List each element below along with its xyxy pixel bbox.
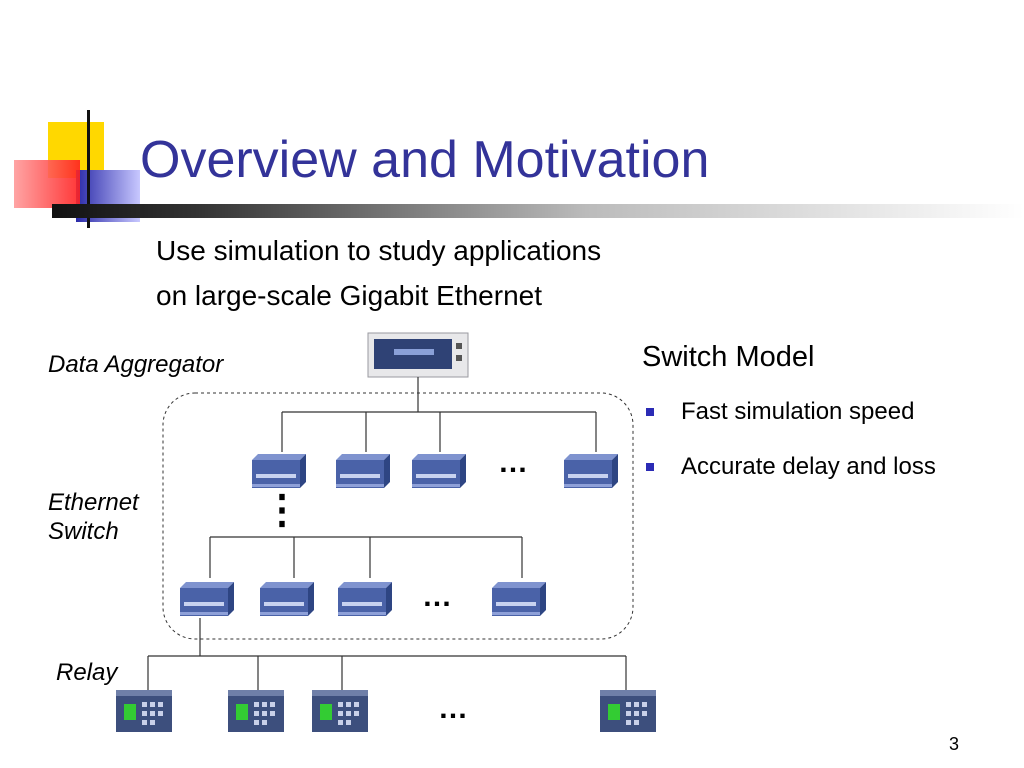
lower-switch-3 (338, 582, 392, 616)
subtitle-line-1: Use simulation to study applications (156, 235, 602, 266)
slide-title: Overview and Motivation (140, 131, 710, 189)
upper-links (281, 377, 597, 452)
bullet-item-1: Fast simulation speed (646, 398, 915, 426)
bullet-item-2: Accurate delay and loss (646, 453, 936, 481)
relay-device-4 (600, 690, 656, 732)
lower-ellipsis: … (422, 580, 452, 613)
switch-model-title: Switch Model (642, 341, 815, 373)
upper-switch-3 (412, 454, 466, 488)
switch-cluster-boundary (162, 392, 634, 640)
lower-switch-4 (492, 582, 546, 616)
lower-switch-2 (260, 582, 314, 616)
ethernet-switch-label: Ethernet Switch (48, 488, 139, 546)
upper-switch-4 (564, 454, 618, 488)
title-rule (52, 204, 1024, 218)
ethernet-switch-label-line-1: Ethernet (48, 489, 139, 516)
data-aggregator-device (367, 332, 469, 378)
bullet-text-2: Accurate delay and loss (681, 453, 936, 480)
subtitle-line-2: on large-scale Gigabit Ethernet (156, 280, 542, 311)
lower-switch-1 (180, 582, 234, 616)
relay-device-3 (312, 690, 368, 732)
data-aggregator-label: Data Aggregator (48, 351, 224, 378)
corner-logo (14, 110, 140, 228)
slide-subtitle: Use simulation to study applications on … (156, 228, 601, 318)
upper-switch-2 (336, 454, 390, 488)
relay-device-2 (228, 690, 284, 732)
bullet-square-icon (646, 463, 654, 471)
relay-links (147, 618, 627, 694)
lower-links (209, 536, 523, 578)
page-number: 3 (949, 734, 960, 754)
ethernet-switch-label-line-2: Switch (48, 518, 119, 545)
bullet-text-1: Fast simulation speed (681, 398, 915, 425)
bullet-square-icon (646, 408, 654, 416)
vertical-ellipsis: ⋮ (262, 488, 302, 532)
upper-switch-1 (252, 454, 306, 488)
relay-label: Relay (56, 659, 118, 686)
upper-ellipsis: … (498, 446, 528, 479)
relay-device-1 (116, 690, 172, 732)
relay-ellipsis: … (438, 692, 468, 725)
